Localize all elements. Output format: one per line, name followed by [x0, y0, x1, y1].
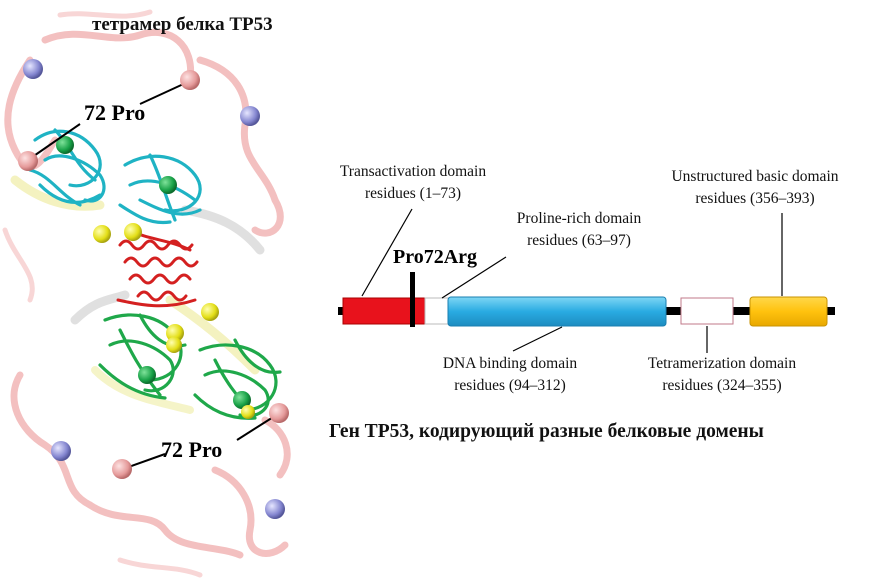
linker-regions: [10, 175, 265, 414]
pro72arg-label: Pro72Arg: [393, 246, 478, 268]
tetramerization-helices: [116, 228, 199, 308]
basic-domain-label: Unstructured basic domain residues (356–…: [655, 166, 855, 210]
dna-binding-label-line1: DNA binding domain: [442, 355, 578, 372]
pro-pointer-top-2: [27, 123, 81, 161]
zinc-sphere-4: [233, 391, 251, 409]
blue-sphere-2: [240, 106, 260, 126]
tetramerization-label-line1: Tetramerization domain: [647, 355, 797, 372]
yellow-sphere-3: [201, 303, 219, 321]
transactivation-label-line1: Transactivation domain: [339, 163, 487, 180]
tetramerization-label: Tetramerization domain residues (324–355…: [617, 353, 827, 397]
dna-binding-pointer: [512, 326, 563, 352]
disordered-regions-light: [2, 9, 203, 578]
tetramerization-label-line2: residues (324–355): [662, 377, 782, 394]
proline-rich-pointer: [441, 256, 507, 299]
dna-binding-domain-bar: [447, 296, 667, 327]
disordered-regions: [4, 28, 291, 559]
basic-domain-label-line1: Unstructured basic domain: [671, 168, 839, 185]
yellow-sphere-6: [241, 405, 255, 419]
blue-sphere-3: [51, 441, 71, 461]
pro72-sphere-1: [180, 70, 200, 90]
domain-map: [338, 208, 835, 353]
gene-caption: Ген TP53, кодирующий разные белковые дом…: [329, 421, 764, 442]
zinc-sphere-2: [159, 176, 177, 194]
dna-binding-label: DNA binding domain residues (94–312): [415, 353, 605, 397]
yellow-sphere-5: [166, 337, 182, 353]
zinc-sphere-1: [56, 136, 74, 154]
cyan-domain-top-left: [28, 128, 106, 207]
yellow-sphere-1: [93, 225, 111, 243]
basic-domain-label-line2: residues (356–393): [695, 190, 815, 207]
pro72-sphere-4: [112, 459, 132, 479]
transactivation-label: Transactivation domain residues (1–73): [312, 161, 514, 205]
protein-tetramer-title: тетрамер белка TP53: [92, 14, 273, 35]
proline-rich-domain-bar: [424, 297, 452, 325]
proline-rich-label-line1: Proline-rich domain: [516, 210, 642, 227]
pro72-sphere-3: [269, 403, 289, 423]
transactivation-pointer: [361, 208, 413, 297]
pro72arg-marker: [410, 272, 415, 327]
pro72-label-top: 72 Pro: [84, 100, 146, 125]
pro72-sphere-2: [18, 151, 38, 171]
protein-structure: [2, 9, 291, 578]
proline-rich-label-line2: residues (63–97): [527, 232, 631, 249]
basic-domain-bar: [749, 296, 828, 327]
transactivation-label-line2: residues (1–73): [365, 185, 461, 202]
zinc-sphere-3: [138, 366, 156, 384]
pro72-label-bottom: 72 Pro: [161, 437, 223, 462]
tetramerization-domain-bar: [680, 297, 734, 325]
proline-rich-label: Proline-rich domain residues (63–97): [494, 208, 664, 252]
blue-sphere-4: [265, 499, 285, 519]
yellow-sphere-4: [166, 324, 184, 342]
blue-sphere-1: [23, 59, 43, 79]
dna-binding-label-line2: residues (94–312): [454, 377, 566, 394]
yellow-sphere-2: [124, 223, 142, 241]
